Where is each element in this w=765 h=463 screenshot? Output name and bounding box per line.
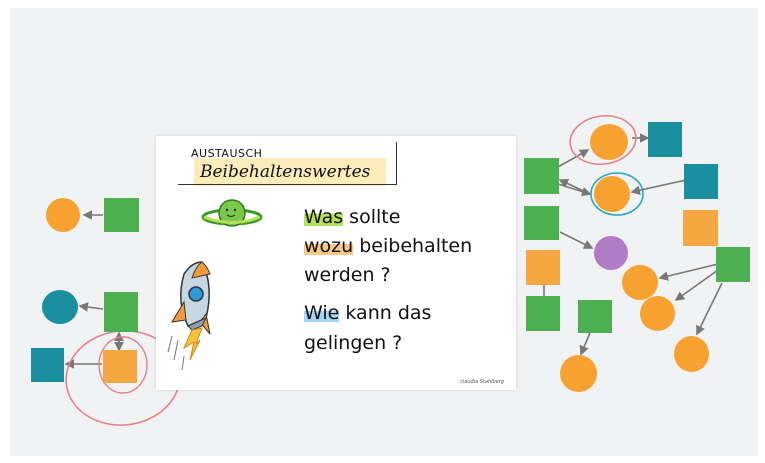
sticky-note-orange[interactable] bbox=[103, 350, 137, 383]
sticky-circle-orange[interactable] bbox=[640, 296, 675, 331]
sticky-note-green[interactable] bbox=[524, 158, 559, 194]
title-highlight bbox=[194, 158, 386, 186]
question-line: werden ? bbox=[304, 264, 391, 286]
sticky-circle-orange[interactable] bbox=[622, 265, 658, 300]
sticky-note-teal[interactable] bbox=[648, 122, 682, 157]
sticky-circle-orange[interactable] bbox=[560, 355, 597, 392]
sticky-note-teal[interactable] bbox=[684, 164, 718, 199]
sticky-note-orange[interactable] bbox=[526, 250, 560, 285]
sticky-note-teal[interactable] bbox=[31, 348, 64, 382]
sticky-circle-orange[interactable] bbox=[590, 124, 628, 160]
sticky-note-orange[interactable] bbox=[683, 210, 718, 246]
sticky-note-green[interactable] bbox=[104, 198, 139, 232]
sticky-circle-orange[interactable] bbox=[674, 336, 709, 372]
card-kicker: AUSTAUSCH bbox=[191, 147, 263, 160]
rocket-icon bbox=[167, 261, 211, 371]
sticky-note-green[interactable] bbox=[578, 300, 612, 333]
sticky-circle-orange[interactable] bbox=[594, 176, 630, 212]
flipchart-card[interactable]: AUSTAUSCH Beibehaltenswertes Was sollte … bbox=[156, 136, 516, 390]
author-signature: claudia Stahlberg bbox=[460, 379, 504, 385]
question-line: Wie kann das bbox=[304, 302, 432, 324]
card-title: Beibehaltenswertes bbox=[200, 162, 371, 182]
sticky-circle-teal[interactable] bbox=[42, 290, 78, 324]
title-frame bbox=[178, 142, 397, 185]
question-line: Was sollte bbox=[304, 206, 401, 228]
question-line: gelingen ? bbox=[304, 332, 403, 354]
sticky-circle-orange[interactable] bbox=[46, 198, 80, 232]
sticky-note-green[interactable] bbox=[526, 296, 560, 331]
sticky-note-green[interactable] bbox=[104, 292, 138, 332]
sticky-note-green[interactable] bbox=[524, 206, 559, 240]
planet-icon bbox=[201, 199, 263, 227]
sticky-circle-purple[interactable] bbox=[594, 236, 628, 270]
question-line: wozu beibehalten bbox=[304, 235, 473, 257]
sticky-note-green[interactable] bbox=[716, 247, 750, 282]
